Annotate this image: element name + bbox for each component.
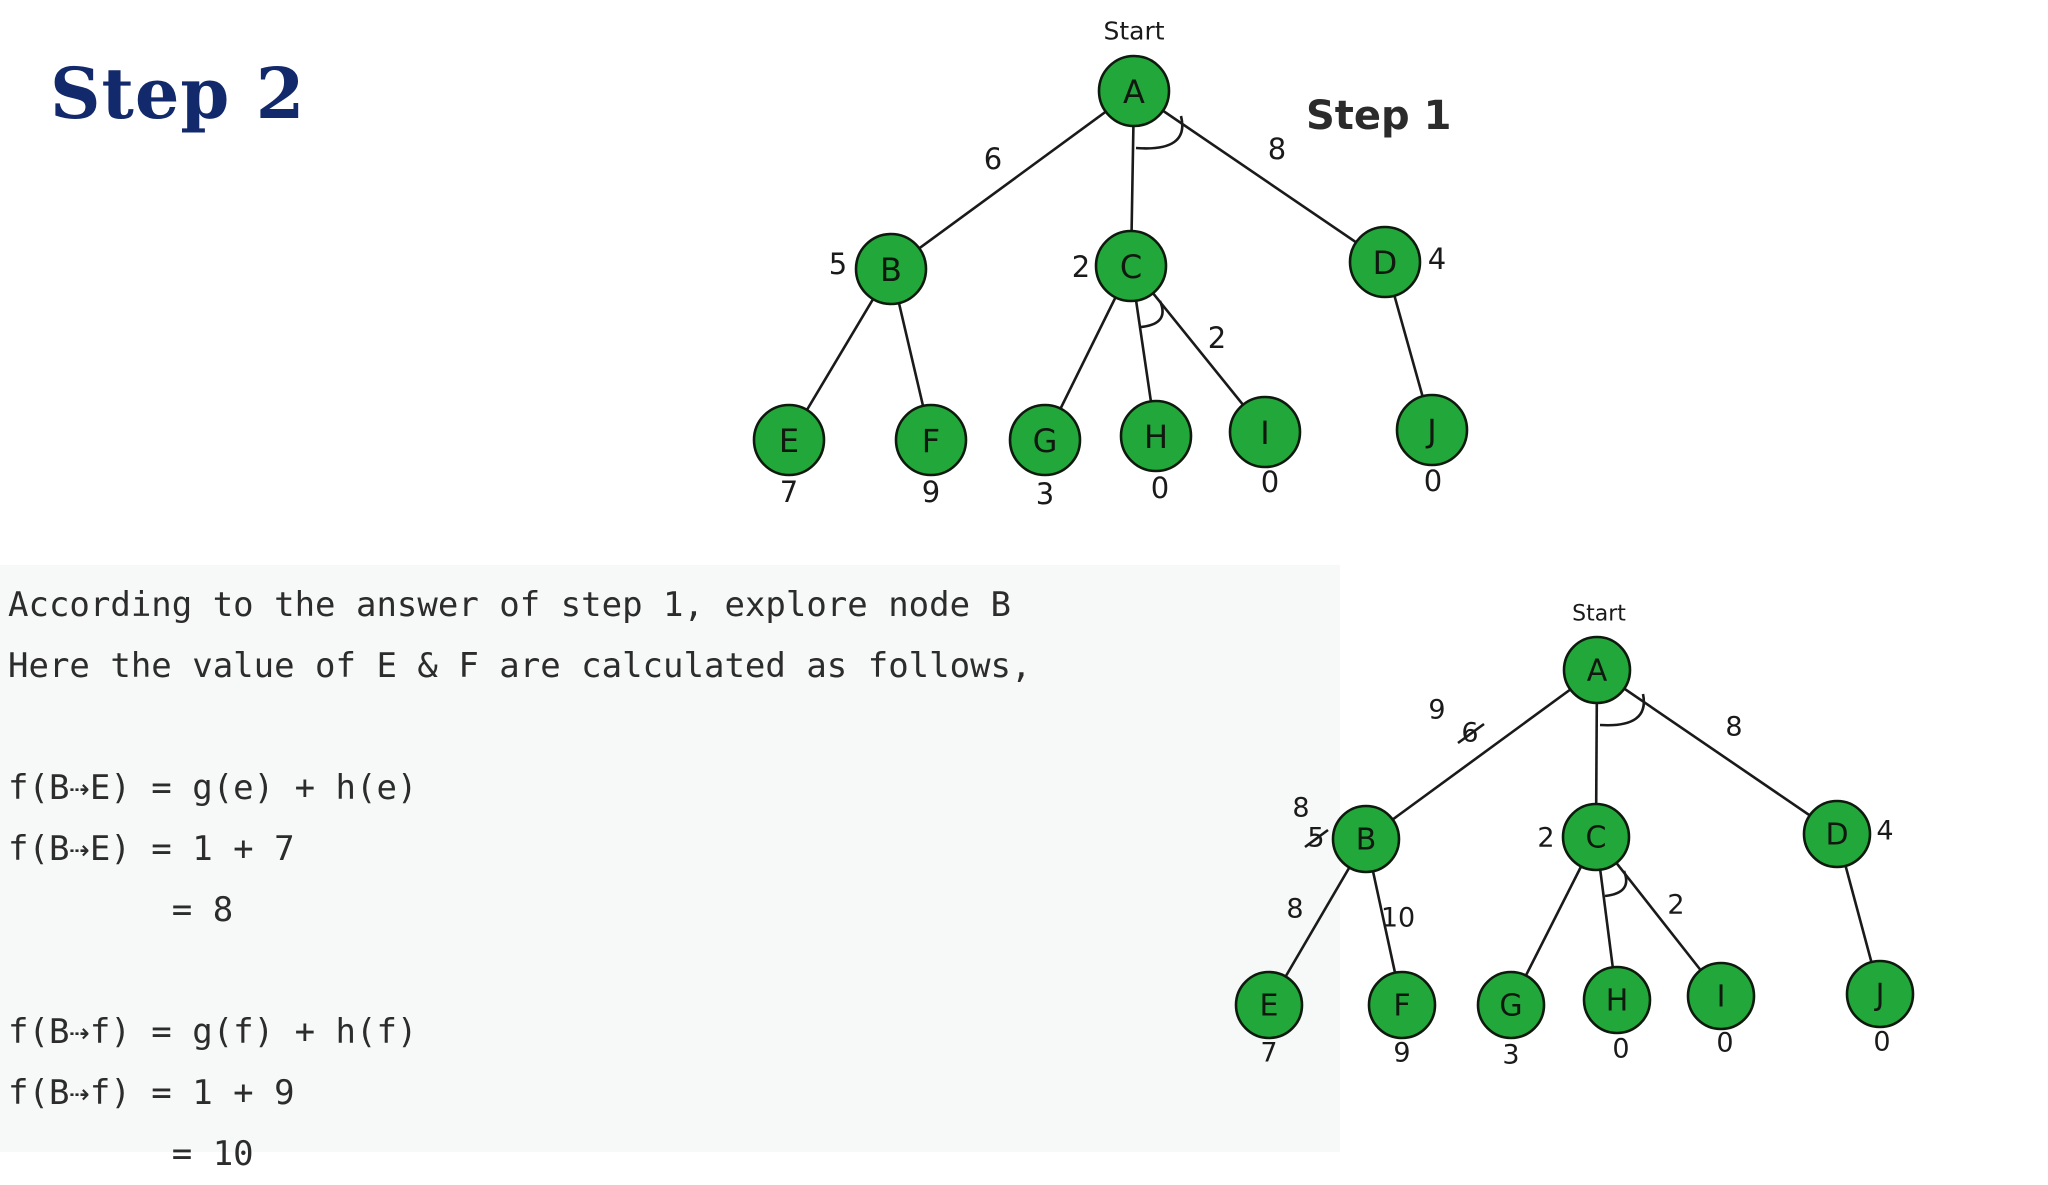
heuristic-value-f: 9 — [1393, 1038, 1410, 1069]
code-line: = 8 — [8, 890, 234, 930]
node-d — [1348, 225, 1422, 299]
code-block: According to the answer of step 1, explo… — [8, 575, 1032, 1185]
and-arc-a — [1135, 115, 1184, 150]
node-g — [1476, 970, 1546, 1040]
edge-cost-a-d: 8 — [1725, 712, 1742, 743]
heuristic-value-e: 7 — [1260, 1038, 1277, 1069]
edge-a-d — [1596, 668, 1838, 836]
strike-mark — [1457, 722, 1485, 745]
page-title: Step 2 — [50, 52, 306, 135]
edge-cost-b-e: 8 — [1286, 894, 1303, 925]
node-b — [1331, 804, 1401, 874]
edge-a-b — [1365, 668, 1598, 841]
edge-a-d — [1133, 89, 1386, 264]
node-label-g: G — [1033, 422, 1058, 460]
node-label-a: A — [1123, 73, 1145, 111]
heuristic-value-i: 0 — [1261, 465, 1279, 499]
start-label: Start — [1572, 602, 1626, 627]
heuristic-value-h: 0 — [1151, 471, 1169, 505]
node-label-h: H — [1144, 418, 1168, 456]
code-line: f(B⇢E) = 1 + 7 — [8, 829, 295, 869]
node-b — [854, 232, 928, 306]
node-j — [1395, 393, 1469, 467]
node-label-f: F — [922, 422, 940, 460]
and-arc-c — [1140, 300, 1164, 329]
node-i — [1686, 961, 1756, 1031]
edge-cost-b-f: 10 — [1381, 903, 1415, 934]
node-label-g: G — [1499, 989, 1522, 1024]
node-label-d: D — [1825, 818, 1848, 853]
code-panel — [0, 565, 1340, 1152]
node-h — [1582, 965, 1652, 1035]
heuristic-value-f: 9 — [922, 475, 940, 509]
edge-cost-a-b: 6 — [984, 142, 1002, 176]
heuristic-value-e: 7 — [780, 475, 798, 509]
node-label-h: H — [1606, 984, 1629, 1019]
step-label: Step 1 — [1306, 93, 1451, 139]
node-label-e: E — [779, 422, 799, 460]
heuristic-value-b: 5 — [829, 247, 847, 281]
node-e — [752, 403, 826, 477]
heuristic-value-d: 4 — [1876, 816, 1893, 847]
node-j — [1845, 959, 1915, 1029]
node-d — [1802, 799, 1872, 869]
node-label-d: D — [1373, 244, 1398, 282]
node-g — [1008, 403, 1082, 477]
and-arc-c — [1604, 870, 1628, 898]
heuristic-value-c: 2 — [1072, 250, 1090, 284]
edge-cost-a-b: 9 — [1428, 695, 1445, 726]
node-label-j: J — [1425, 412, 1436, 450]
edge-cost-c-i: 2 — [1208, 321, 1226, 355]
node-i — [1228, 395, 1302, 469]
node-f — [894, 403, 968, 477]
node-label-c: C — [1120, 248, 1142, 286]
node-label-b: B — [880, 251, 902, 289]
node-label-i: I — [1260, 414, 1269, 452]
code-line: Here the value of E & F are calculated a… — [8, 646, 1032, 686]
code-line: f(B⇢f) = g(f) + h(f) — [8, 1012, 418, 1052]
strike-mark — [1304, 828, 1329, 849]
heuristic-value-g: 3 — [1502, 1040, 1519, 1071]
node-c — [1094, 229, 1168, 303]
node-label-f: F — [1393, 989, 1410, 1024]
node-label-c: C — [1586, 821, 1607, 856]
node-label-i: I — [1717, 980, 1726, 1015]
start-label: Start — [1103, 17, 1164, 46]
heuristic-value-d: 4 — [1428, 242, 1446, 276]
node-h — [1119, 399, 1193, 473]
heuristic-value-g: 3 — [1036, 477, 1054, 511]
heuristic-value-b: 8 — [1292, 793, 1309, 824]
heuristic-value-j: 0 — [1424, 464, 1442, 498]
node-e — [1234, 970, 1304, 1040]
node-c — [1561, 802, 1631, 872]
code-line: f(B⇢E) = g(e) + h(e) — [8, 768, 418, 808]
node-a — [1097, 54, 1171, 128]
edge-a-b — [890, 89, 1135, 271]
node-a — [1562, 635, 1632, 705]
node-label-a: A — [1587, 654, 1608, 689]
heuristic-value-j: 0 — [1873, 1027, 1890, 1058]
node-label-e: E — [1260, 989, 1279, 1024]
and-arc-a — [1599, 693, 1646, 727]
node-f — [1367, 970, 1437, 1040]
code-line: According to the answer of step 1, explo… — [8, 585, 1012, 625]
node-label-b: B — [1356, 823, 1377, 858]
heuristic-value-c: 2 — [1537, 823, 1554, 854]
heuristic-value-h: 0 — [1612, 1034, 1629, 1065]
edge-cost-c-i: 2 — [1667, 890, 1684, 921]
node-label-j: J — [1874, 978, 1885, 1013]
code-line: f(B⇢f) = 1 + 9 — [8, 1073, 295, 1113]
heuristic-value-i: 0 — [1716, 1028, 1733, 1059]
edge-cost-a-d: 8 — [1268, 132, 1286, 166]
